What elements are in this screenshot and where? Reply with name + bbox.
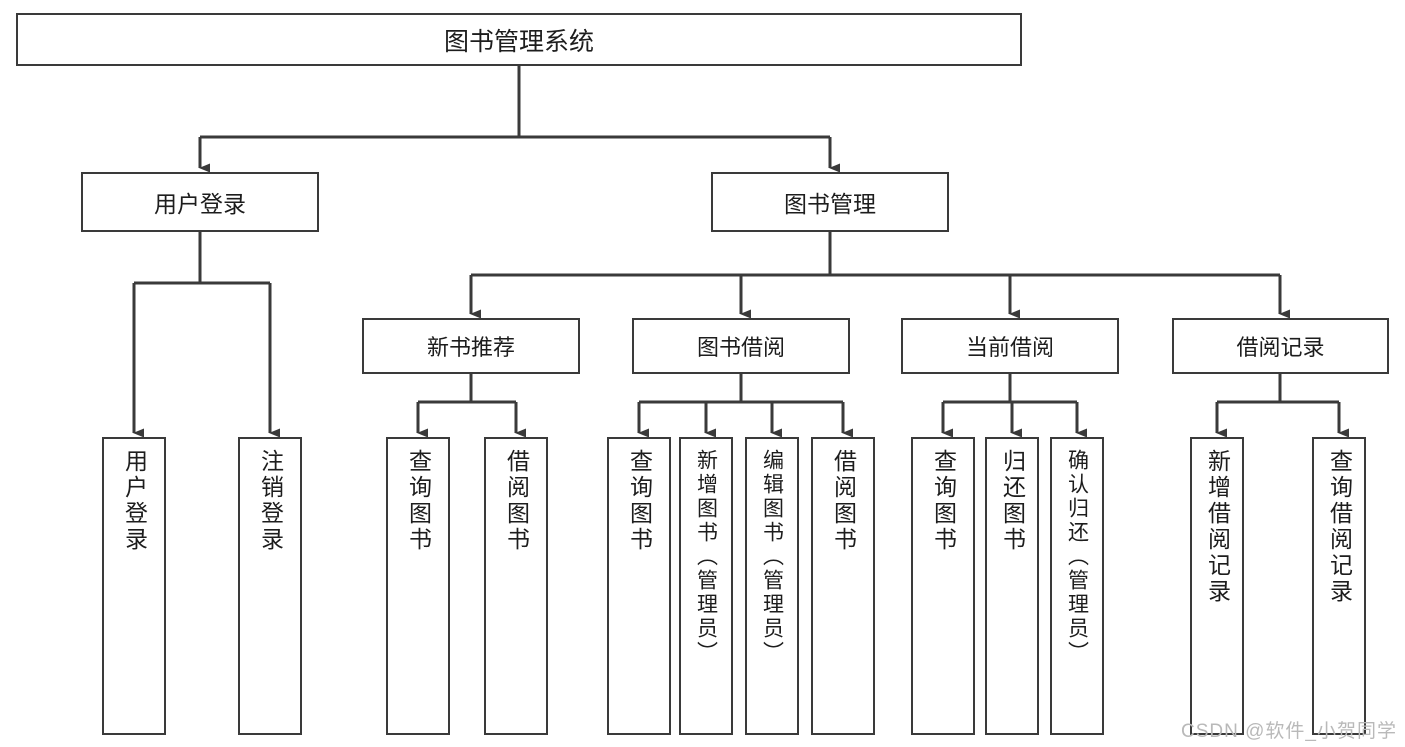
node-root[interactable]: 图书管理系统 xyxy=(16,13,1022,66)
node-new-book-recommend-label: 新书推荐 xyxy=(426,335,515,360)
leaf-add-borrow-record-label: 新增借阅记录 xyxy=(1204,449,1231,605)
node-root-label: 图书管理系统 xyxy=(443,27,594,56)
leaf-return-book[interactable]: 归还图书 xyxy=(985,437,1039,735)
leaf-add-borrow-record[interactable]: 新增借阅记录 xyxy=(1190,437,1244,735)
leaf-add-book-admin[interactable]: 新增图书（管理员） xyxy=(679,437,733,735)
leaf-borrow-book-label: 借阅图书 xyxy=(830,449,857,553)
leaf-query-borrow-record[interactable]: 查询借阅记录 xyxy=(1312,437,1366,735)
leaf-query-book-borrow-label: 查询图书 xyxy=(626,449,653,553)
leaf-user-logout-label: 注销登录 xyxy=(257,449,284,553)
watermark: CSDN @软件_小贺同学 xyxy=(1181,721,1397,742)
leaf-user-login-label: 用户登录 xyxy=(121,449,148,553)
leaf-query-borrow-record-label: 查询借阅记录 xyxy=(1326,449,1353,605)
leaf-query-book-recommend[interactable]: 查询图书 xyxy=(386,437,450,735)
node-borrow-record-label: 借阅记录 xyxy=(1236,335,1325,360)
node-book-borrow[interactable]: 图书借阅 xyxy=(632,318,850,374)
node-book-management[interactable]: 图书管理 xyxy=(711,172,949,232)
node-book-borrow-label: 图书借阅 xyxy=(696,335,785,360)
leaf-add-book-admin-label: 新增图书（管理员） xyxy=(694,449,718,665)
node-borrow-record[interactable]: 借阅记录 xyxy=(1172,318,1389,374)
leaf-user-login[interactable]: 用户登录 xyxy=(102,437,166,735)
leaf-query-book-borrow[interactable]: 查询图书 xyxy=(607,437,671,735)
node-current-borrow[interactable]: 当前借阅 xyxy=(901,318,1119,374)
leaf-user-logout[interactable]: 注销登录 xyxy=(238,437,302,735)
leaf-edit-book-admin-label: 编辑图书（管理员） xyxy=(760,449,784,665)
leaf-borrow-book[interactable]: 借阅图书 xyxy=(811,437,875,735)
leaf-confirm-return-admin-label: 确认归还（管理员） xyxy=(1065,449,1089,665)
leaf-return-book-label: 归还图书 xyxy=(999,449,1026,553)
node-book-management-label: 图书管理 xyxy=(784,191,876,217)
node-new-book-recommend[interactable]: 新书推荐 xyxy=(362,318,580,374)
leaf-query-book-current-label: 查询图书 xyxy=(930,449,957,553)
leaf-edit-book-admin[interactable]: 编辑图书（管理员） xyxy=(745,437,799,735)
node-user-login[interactable]: 用户登录 xyxy=(81,172,319,232)
leaf-borrow-book-recommend-label: 借阅图书 xyxy=(503,449,530,553)
leaf-query-book-recommend-label: 查询图书 xyxy=(405,449,432,553)
node-current-borrow-label: 当前借阅 xyxy=(965,335,1054,360)
node-user-login-label: 用户登录 xyxy=(154,191,246,217)
leaf-query-book-current[interactable]: 查询图书 xyxy=(911,437,975,735)
leaf-borrow-book-recommend[interactable]: 借阅图书 xyxy=(484,437,548,735)
leaf-confirm-return-admin[interactable]: 确认归还（管理员） xyxy=(1050,437,1104,735)
